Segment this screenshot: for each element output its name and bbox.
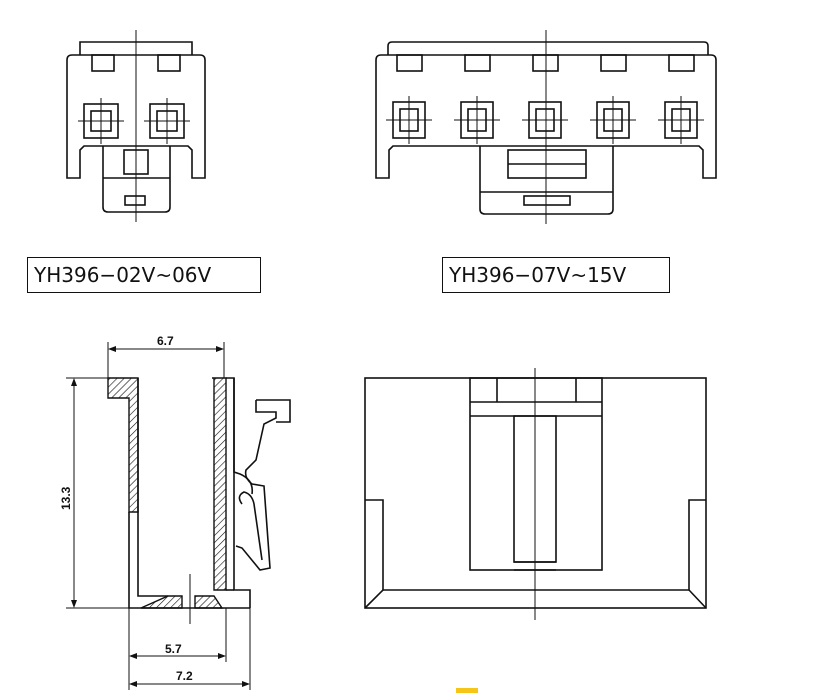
highlight-marker <box>456 688 478 693</box>
pin-cell-2 <box>144 98 190 144</box>
pin-cell-1 <box>78 98 124 144</box>
dim-bottom-width: 7.2 <box>176 669 193 683</box>
pin-cell-4 <box>590 96 636 144</box>
front-view-5pin <box>375 30 717 224</box>
dim-inner-width: 5.7 <box>165 642 182 656</box>
series-label-small: YH396−02V~06V <box>27 257 261 293</box>
front-view-2pin <box>66 30 206 222</box>
dim-height: 13.3 <box>59 486 73 510</box>
pin-cell-5 <box>658 96 704 144</box>
pin-cell-2 <box>454 96 500 144</box>
pin-cell-3 <box>522 101 568 139</box>
side-section-view: 6.7 13.3 5.7 7.2 <box>59 334 291 690</box>
bottom-view <box>364 368 707 620</box>
series-label-large: YH396−07V~15V <box>442 257 670 293</box>
pin-cell-1 <box>386 96 432 144</box>
dim-top-width: 6.7 <box>157 334 174 348</box>
